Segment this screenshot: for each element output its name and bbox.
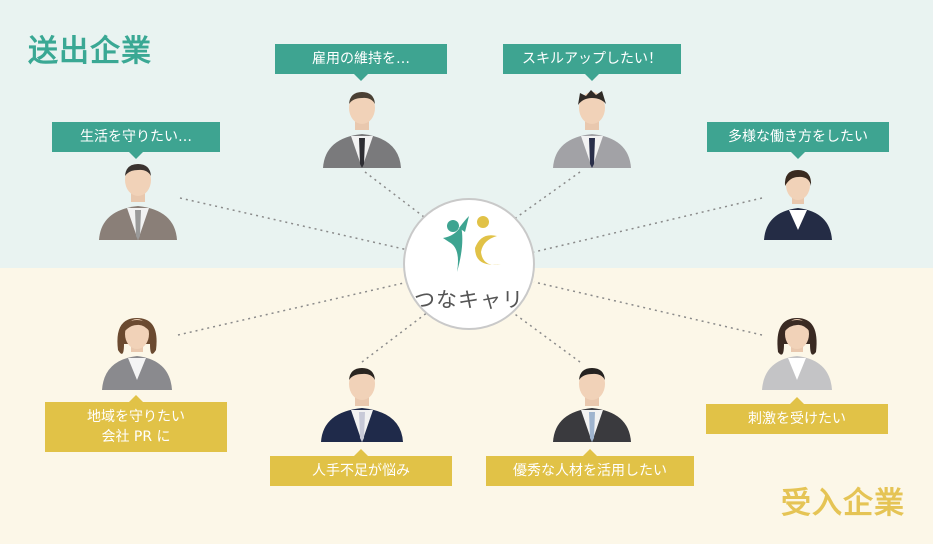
speech-bubble-livelihood: 生活を守りたい… <box>52 122 220 152</box>
speech-bubble-region-pr: 地域を守りたい 会社 PR に <box>45 402 227 452</box>
speech-bubble-employment: 雇用の維持を… <box>275 44 447 74</box>
bubble-text: 多様な働き方をしたい <box>728 129 868 145</box>
connector-line <box>534 198 762 252</box>
tsunacari-hub: つなキャリ <box>403 198 535 330</box>
businesswoman-avatar-icon <box>760 314 834 390</box>
bubble-text: 人手不足が悩み <box>312 463 410 479</box>
bubble-text: 雇用の維持を… <box>312 51 410 67</box>
bubble-text: スキルアップしたい！ <box>522 51 662 67</box>
speech-bubble-labor-shortage: 人手不足が悩み <box>270 456 452 486</box>
connector-line <box>512 312 580 362</box>
bubble-text: 優秀な人材を活用したい <box>513 463 667 479</box>
bubble-text-line1: 地域を守りたい <box>45 407 227 427</box>
businessman-avatar-icon <box>319 366 405 442</box>
businessman-avatar-icon <box>551 366 633 442</box>
connector-line <box>362 312 428 362</box>
businesswoman-avatar-icon <box>100 314 174 390</box>
businessman-avatar-icon <box>551 90 633 168</box>
tsunacari-logo-icon <box>439 214 505 276</box>
businessman-avatar-icon <box>321 90 403 168</box>
speech-bubble-stimulation: 刺激を受けたい <box>706 404 888 434</box>
bubble-text: 刺激を受けたい <box>748 411 846 427</box>
connector-line <box>365 172 428 220</box>
bubble-text: 生活を守りたい… <box>80 129 192 145</box>
businesswoman-avatar-icon <box>762 168 834 240</box>
speech-bubble-talent: 優秀な人材を活用したい <box>486 456 694 486</box>
speech-bubble-diverse-work: 多様な働き方をしたい <box>707 122 889 152</box>
connector-line <box>510 172 580 222</box>
businessman-avatar-icon <box>97 162 179 240</box>
connector-line <box>534 282 762 335</box>
bubble-text-line2: 会社 PR に <box>45 427 227 447</box>
speech-bubble-skill-up: スキルアップしたい！ <box>503 44 681 74</box>
connector-line <box>178 282 408 335</box>
tsunacari-name: つなキャリ <box>405 284 533 314</box>
connector-line <box>180 198 408 250</box>
